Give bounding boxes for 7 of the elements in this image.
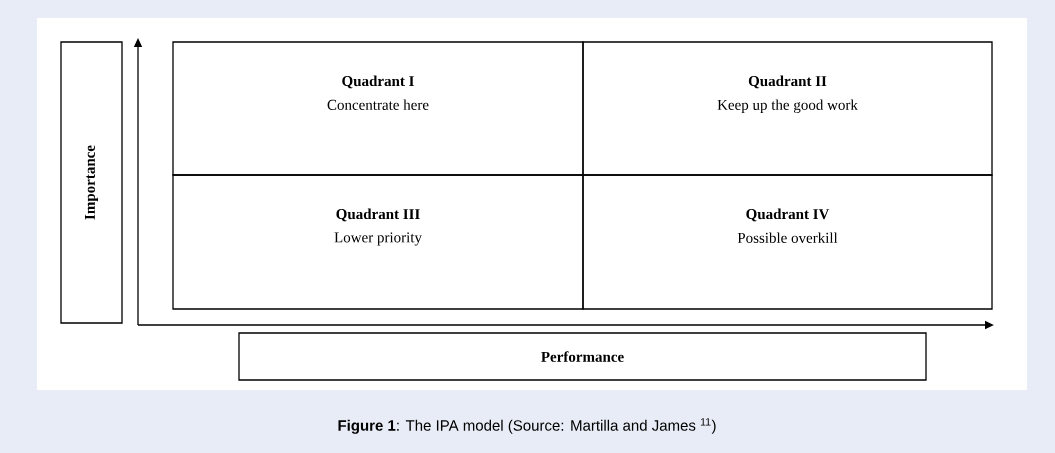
axis-label-box: Performance (238, 332, 927, 381)
quadrant-box: Quadrant I Concentrate here (172, 41, 584, 176)
axis-label-box: Importance (60, 41, 123, 324)
quadrant-box: Quadrant IV Possible overkill (582, 174, 993, 310)
quadrant-box: Quadrant II Keep up the good work (582, 41, 993, 176)
quadrant-box: Quadrant III Lower priority (172, 174, 584, 310)
figure-caption: Figure 1: The IPA model (Source: Martilla and James $^{11}$) (338, 418, 716, 434)
